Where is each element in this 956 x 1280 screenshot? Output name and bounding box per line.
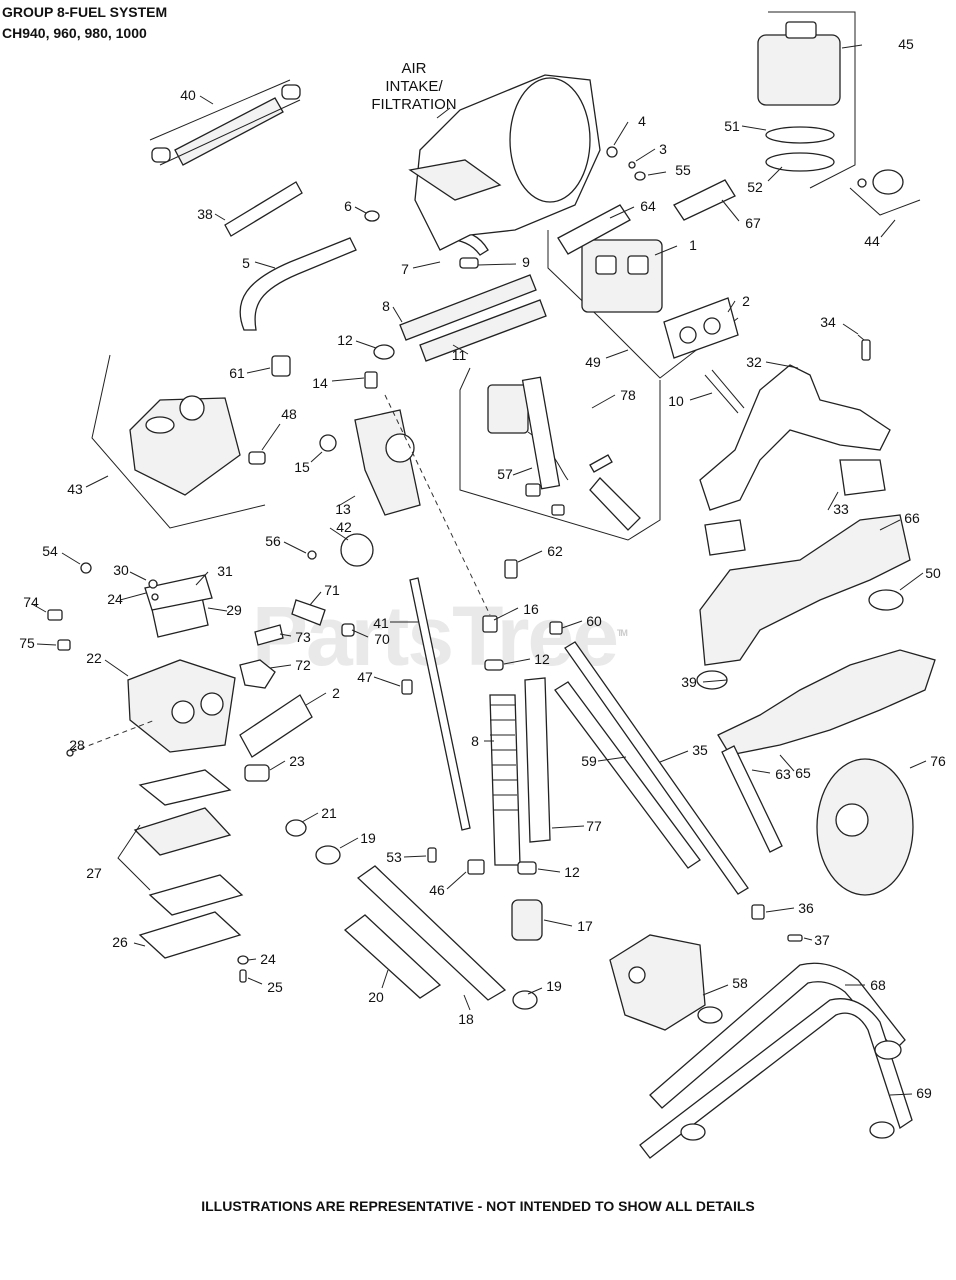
callout-67: 67 <box>745 215 761 231</box>
callout-65: 65 <box>795 765 811 781</box>
callout-46: 46 <box>429 882 445 898</box>
callout-53: 53 <box>386 849 402 865</box>
callout-73: 73 <box>295 629 311 645</box>
callout-56: 56 <box>265 533 281 549</box>
callout-8a: 8 <box>382 298 390 314</box>
callout-71: 71 <box>324 582 340 598</box>
callout-32: 32 <box>746 354 762 370</box>
callout-39: 39 <box>681 674 697 690</box>
callout-12c: 12 <box>564 864 580 880</box>
callout-31: 31 <box>217 563 233 579</box>
callout-30: 30 <box>113 562 129 578</box>
callout-20: 20 <box>368 989 384 1005</box>
callout-21: 21 <box>321 805 337 821</box>
callout-15: 15 <box>294 459 310 475</box>
callout-8b: 8 <box>471 733 479 749</box>
model-list: CH940, 960, 980, 1000 <box>2 25 147 41</box>
air-label-line2: INTAKE/ <box>385 78 443 95</box>
callout-16: 16 <box>523 601 539 617</box>
callout-49: 49 <box>585 354 601 370</box>
callout-51: 51 <box>724 118 740 134</box>
callout-76: 76 <box>930 753 946 769</box>
callout-24a: 24 <box>107 591 123 607</box>
callout-68: 68 <box>870 977 886 993</box>
callout-33: 33 <box>833 501 849 517</box>
page-header: GROUP 8-FUEL SYSTEM CH940, 960, 980, 100… <box>2 2 167 44</box>
callout-37: 37 <box>814 932 830 948</box>
callout-2a: 2 <box>742 293 750 309</box>
callout-47: 47 <box>357 669 373 685</box>
callout-12a: 12 <box>337 332 353 348</box>
callout-55: 55 <box>675 162 691 178</box>
callout-34: 34 <box>820 314 836 330</box>
callout-25: 25 <box>267 979 283 995</box>
callout-40: 40 <box>180 87 196 103</box>
callout-3: 3 <box>659 141 667 157</box>
callout-42: 42 <box>336 519 352 535</box>
callout-35: 35 <box>692 742 708 758</box>
callout-63: 63 <box>775 766 791 782</box>
callout-41: 41 <box>373 615 389 631</box>
callout-12b: 12 <box>534 651 550 667</box>
callout-77: 77 <box>586 818 602 834</box>
callout-27: 27 <box>86 865 102 881</box>
callout-69: 69 <box>916 1085 932 1101</box>
callout-44: 44 <box>864 233 880 249</box>
callout-52: 52 <box>747 179 763 195</box>
callout-28: 28 <box>69 737 85 753</box>
callout-19a: 19 <box>360 830 376 846</box>
callout-24b: 24 <box>260 951 276 967</box>
air-label-line1: AIR <box>401 60 427 77</box>
callout-9: 9 <box>522 254 530 270</box>
callout-38: 38 <box>197 206 213 222</box>
air-intake-filtration-label: AIR INTAKE/ FILTRATION <box>371 60 456 114</box>
callout-75: 75 <box>19 635 35 651</box>
callout-29: 29 <box>226 602 242 618</box>
callout-2b: 2 <box>332 685 340 701</box>
air-label-line3: FILTRATION <box>371 96 457 113</box>
callout-19b: 19 <box>546 978 562 994</box>
callout-70: 70 <box>374 631 390 647</box>
callout-4: 4 <box>638 113 646 129</box>
callout-43: 43 <box>67 481 83 497</box>
callout-66: 66 <box>904 510 920 526</box>
callout-54: 54 <box>42 543 58 559</box>
callout-59: 59 <box>581 753 597 769</box>
callout-7: 7 <box>401 261 409 277</box>
callout-74: 74 <box>23 594 39 610</box>
callout-62: 62 <box>547 543 563 559</box>
callout-10: 10 <box>668 393 684 409</box>
callout-58: 58 <box>732 975 748 991</box>
callout-6: 6 <box>344 198 352 214</box>
group-title: GROUP 8-FUEL SYSTEM <box>2 4 168 20</box>
callout-11: 11 <box>451 347 467 363</box>
callout-48: 48 <box>281 406 297 422</box>
callout-78: 78 <box>620 387 636 403</box>
callout-45: 45 <box>898 36 914 52</box>
disclaimer-footer: ILLUSTRATIONS ARE REPRESENTATIVE - NOT I… <box>201 1198 755 1214</box>
callout-64: 64 <box>640 198 656 214</box>
callout-18: 18 <box>458 1011 474 1027</box>
callout-50: 50 <box>925 565 941 581</box>
callout-14: 14 <box>312 375 328 391</box>
callout-1: 1 <box>689 237 697 253</box>
callout-36: 36 <box>798 900 814 916</box>
callout-5: 5 <box>242 255 250 271</box>
trademark: TM <box>616 628 628 638</box>
callout-26: 26 <box>112 934 128 950</box>
callout-13: 13 <box>335 501 351 517</box>
callout-72: 72 <box>295 657 311 673</box>
callout-60: 60 <box>586 613 602 629</box>
callout-22: 22 <box>86 650 102 666</box>
callout-23: 23 <box>289 753 305 769</box>
callout-17: 17 <box>577 918 593 934</box>
callout-61: 61 <box>229 365 245 381</box>
callout-57: 57 <box>497 466 513 482</box>
